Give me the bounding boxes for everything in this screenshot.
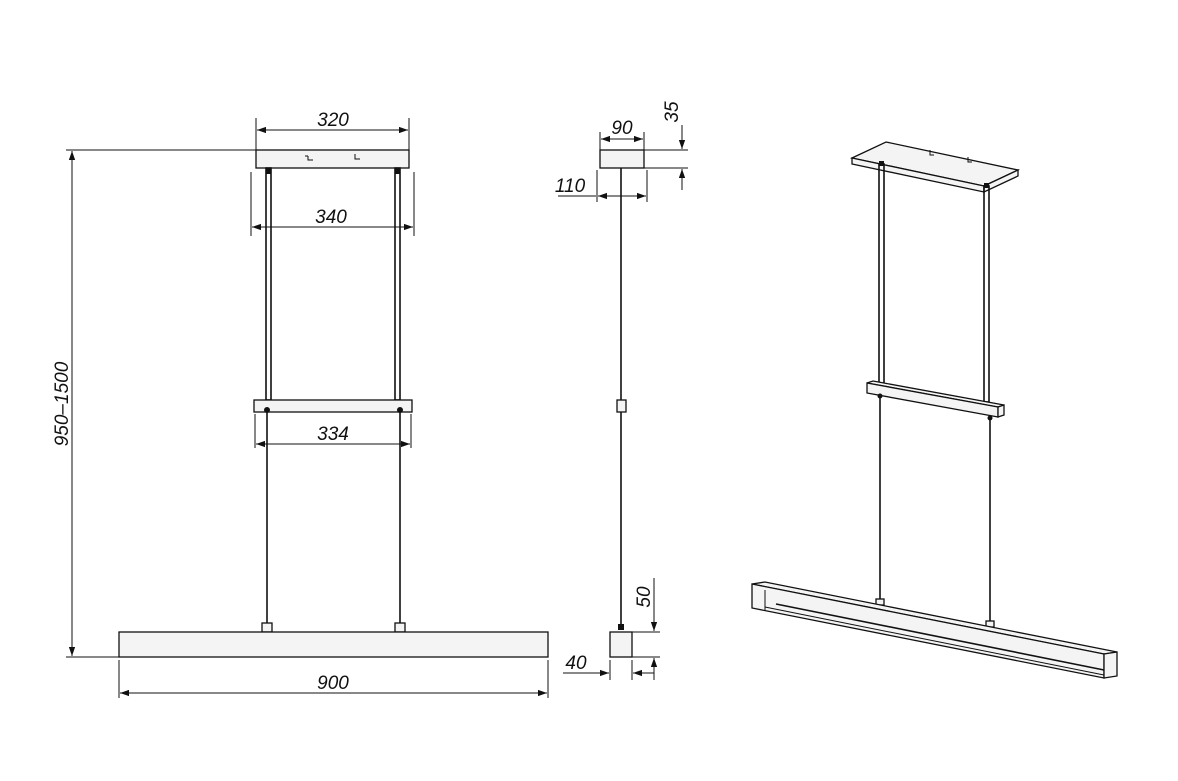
label-900: 900 <box>317 673 349 694</box>
side-bar-section <box>609 631 633 658</box>
dim-total-height: 950–1500 <box>52 149 256 658</box>
side-canopy <box>599 149 645 169</box>
front-middle-bracket <box>253 399 413 413</box>
dim-canopy-width: 320 <box>255 110 410 150</box>
dim-canopy-side: 110 <box>555 170 648 202</box>
front-lower-wires <box>261 412 406 633</box>
perspective-lower-wires <box>875 398 995 628</box>
dim-bar-height: 50 <box>632 578 660 680</box>
label-90: 90 <box>611 118 633 139</box>
label-340: 340 <box>315 207 347 228</box>
label-110: 110 <box>555 176 586 197</box>
dim-bar-length: 900 <box>118 660 549 698</box>
front-view: 320 340 334 950–1500 900 <box>52 110 549 698</box>
label-35: 35 <box>662 101 683 123</box>
label-334: 334 <box>317 424 349 445</box>
dim-bar-depth: 40 <box>563 653 654 680</box>
label-50: 50 <box>634 586 655 608</box>
dim-wire-spacing-top: 340 <box>250 172 415 236</box>
perspective-luminaire-bar <box>751 581 1118 679</box>
label-950-1500: 950–1500 <box>52 361 73 446</box>
front-luminaire-bar <box>118 631 549 658</box>
dim-wire-spacing-bottom: 334 <box>254 414 412 448</box>
front-canopy <box>255 149 410 169</box>
label-40: 40 <box>565 653 587 674</box>
dim-canopy-depth: 90 <box>599 118 645 150</box>
perspective-view <box>751 141 1118 679</box>
perspective-upper-rods <box>878 161 990 403</box>
dim-canopy-height: 35 <box>644 101 688 190</box>
front-upper-rods <box>265 167 401 401</box>
perspective-middle-bracket <box>866 380 1005 421</box>
perspective-canopy <box>849 141 1021 194</box>
label-320: 320 <box>317 110 349 131</box>
side-connector <box>616 399 627 413</box>
side-view: 90 35 110 50 <box>555 101 688 680</box>
